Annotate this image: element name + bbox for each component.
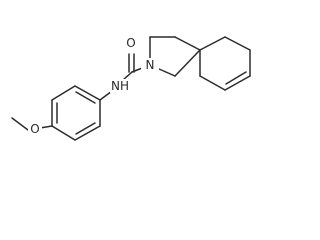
- bond-c7a-c7b: [224, 36, 251, 51]
- bond-c6-spiro: [174, 49, 201, 77]
- bond-ar3-ar4: [51, 125, 76, 141]
- bond-carbonyl-nh: [122, 71, 133, 81]
- bond-ar2-ar3-double: [75, 122, 96, 135]
- bond-c7d-c7e: [199, 75, 226, 91]
- bond-ar5-ar6: [51, 85, 76, 101]
- bond-ar6-ar1-double: [75, 91, 96, 104]
- bond-spiro-c3: [174, 36, 201, 51]
- ether-oxygen-label: O: [30, 122, 39, 136]
- bond-spiro-c7a: [199, 36, 226, 51]
- carbonyl-oxygen-label: O: [126, 36, 135, 50]
- ring-nitrogen-label: N: [146, 58, 155, 72]
- chemical-structure: N O NH O: [11, 36, 251, 141]
- bond-c7c-c7d-double: [225, 71, 247, 85]
- bond-c7c-c7d: [224, 75, 251, 91]
- amide-nh-label: NH: [111, 79, 129, 93]
- bond-o-methyl: [11, 117, 29, 131]
- bond-ar6-ar1: [74, 85, 101, 101]
- bond-ar2-ar3: [74, 125, 101, 141]
